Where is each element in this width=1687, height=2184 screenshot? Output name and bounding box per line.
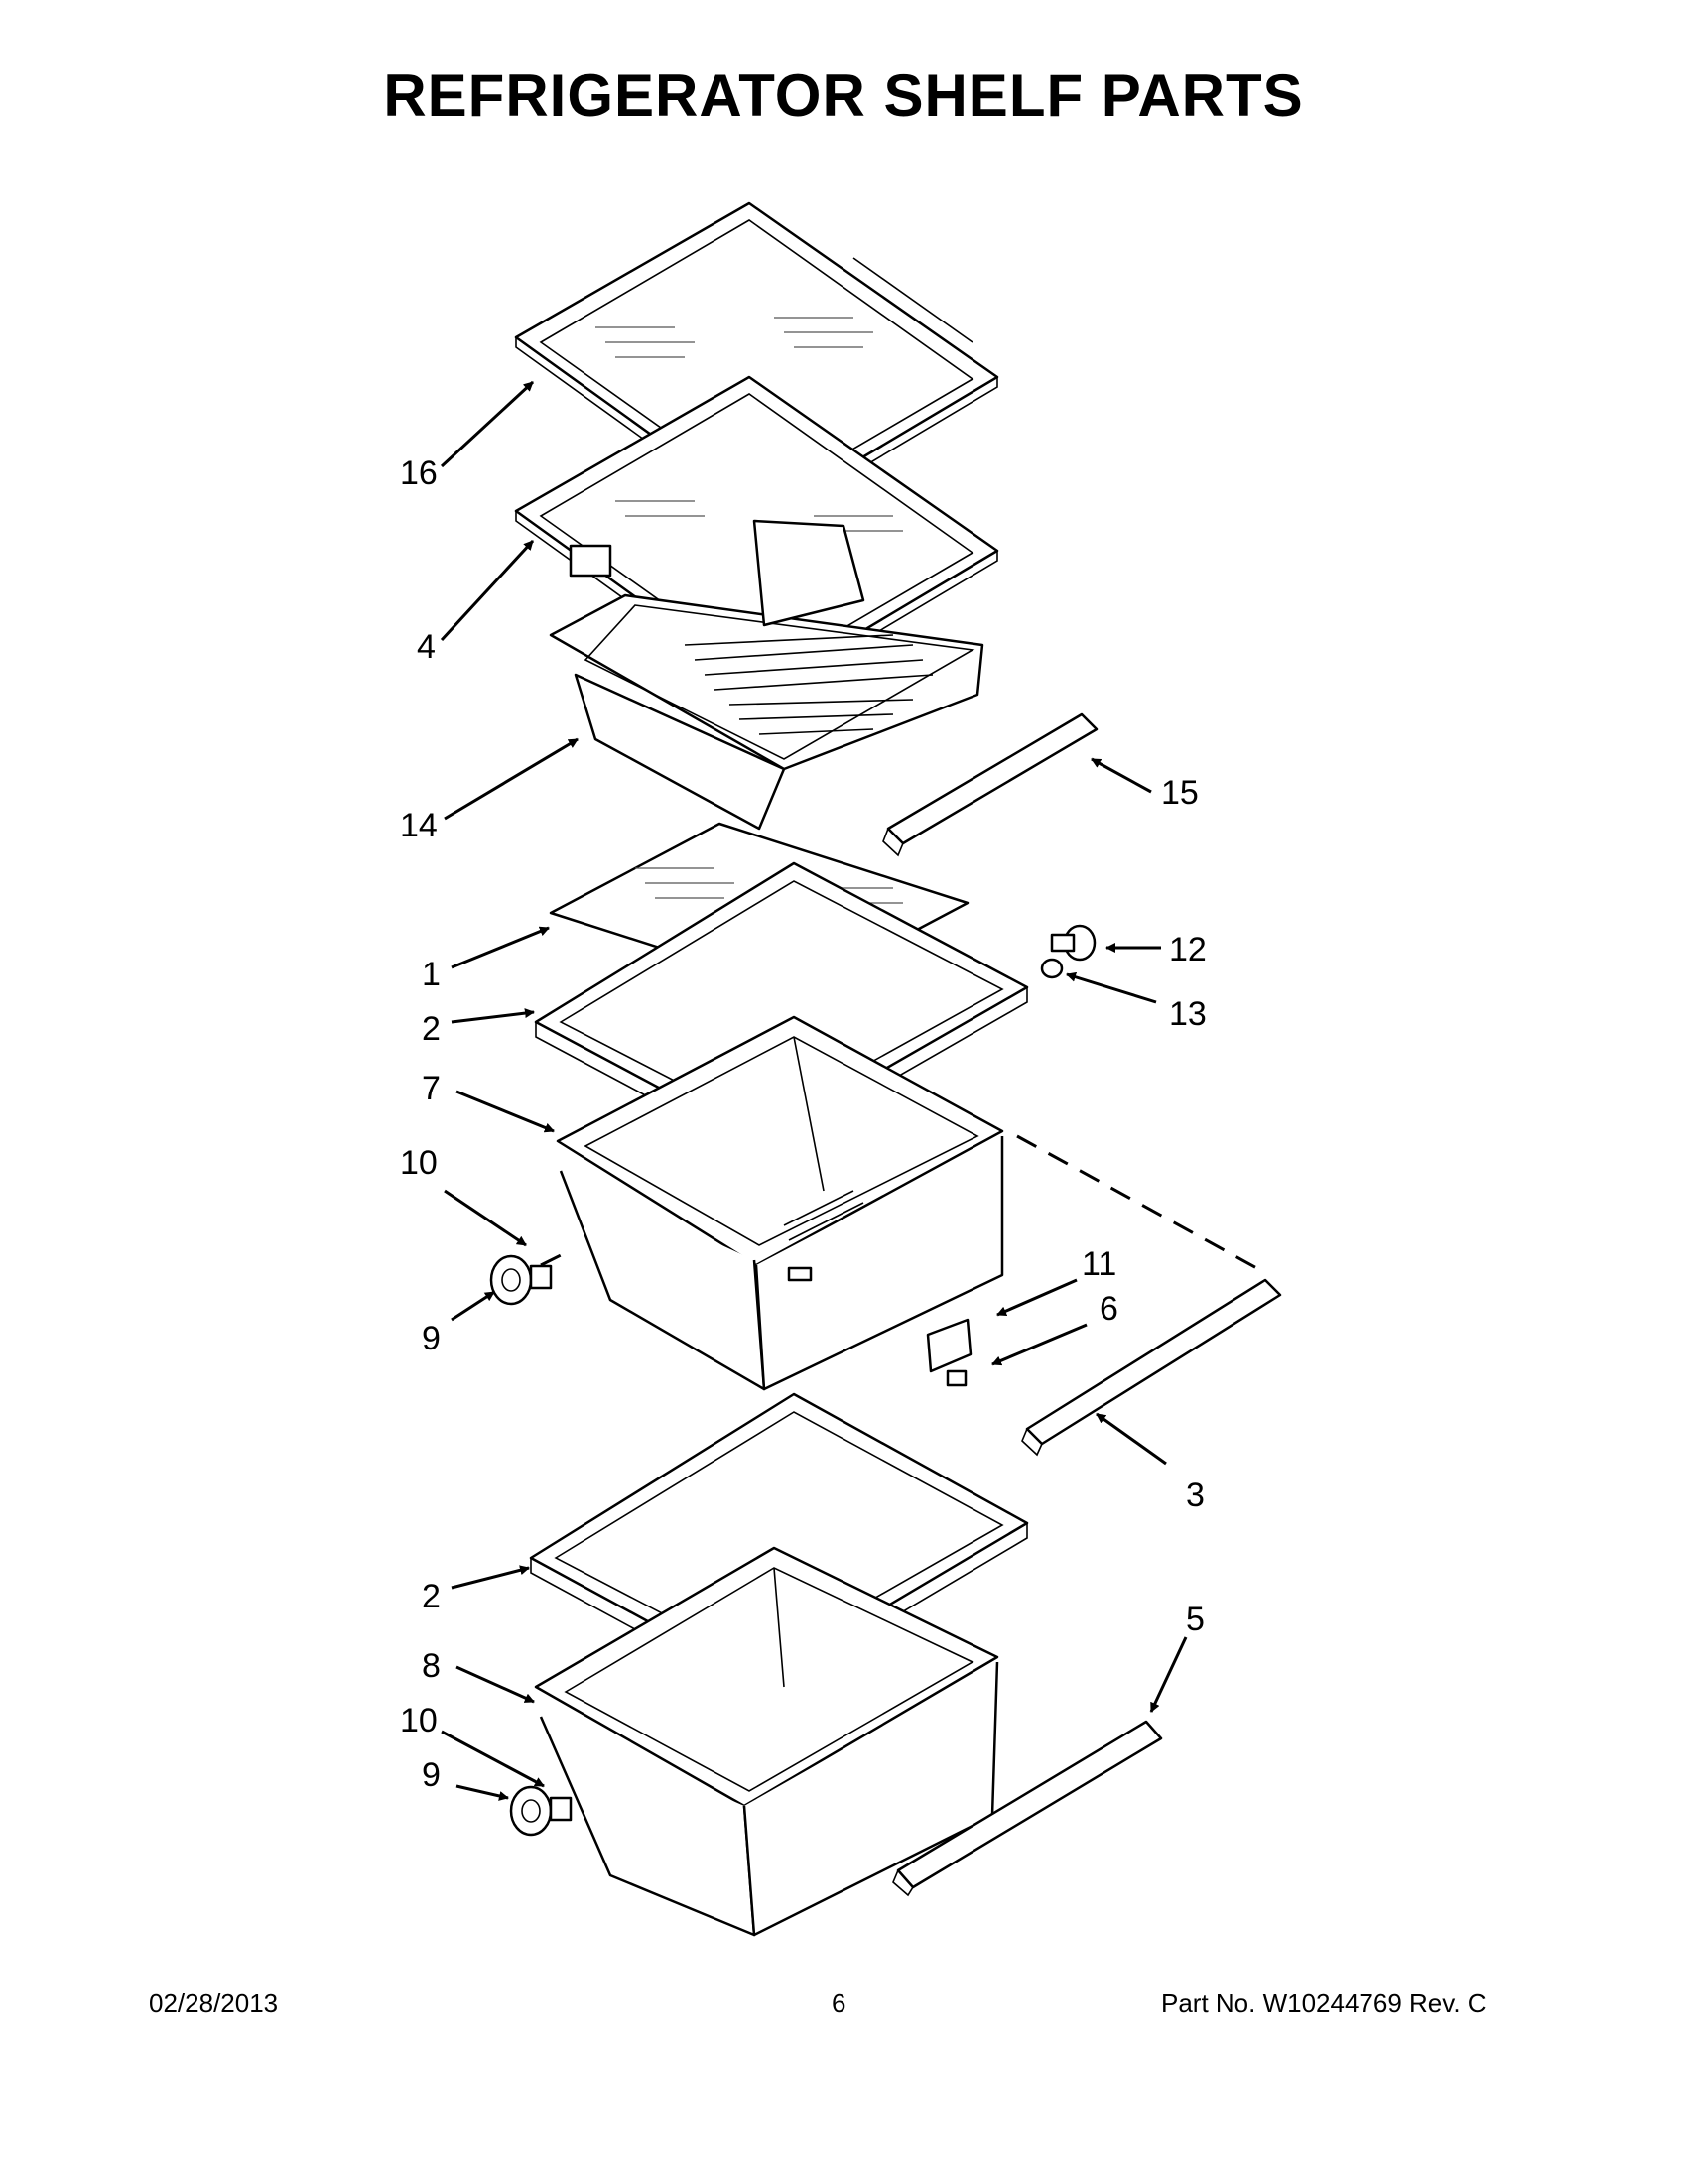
part-9-roller-upper[interactable] xyxy=(489,1254,533,1306)
alignment-dashed-line xyxy=(1016,1134,1261,1272)
callout-5: 5 xyxy=(1186,1601,1205,1638)
footer-date: 02/28/2013 xyxy=(149,1989,279,2018)
callout-16: 16 xyxy=(400,454,438,492)
leader-arrows xyxy=(440,380,1188,1801)
part-6-clip[interactable] xyxy=(946,1369,968,1387)
part-12-bolt[interactable] xyxy=(1050,924,1097,962)
callout-2-upper: 2 xyxy=(422,1010,441,1048)
part-10-pin-lower[interactable] xyxy=(549,1796,573,1822)
callout-1: 1 xyxy=(422,956,441,993)
part-10-pin-upper[interactable] xyxy=(529,1264,553,1290)
callout-8: 8 xyxy=(422,1647,441,1685)
part-8-drawer[interactable] xyxy=(534,1546,999,1937)
alignment-dashed-line-left xyxy=(540,1253,562,1267)
callout-15: 15 xyxy=(1161,774,1199,812)
part-14-pan[interactable] xyxy=(549,519,984,831)
callout-3: 3 xyxy=(1186,1477,1205,1514)
part-11-bracket[interactable] xyxy=(926,1318,973,1373)
callout-6: 6 xyxy=(1100,1290,1118,1328)
callout-11: 11 xyxy=(1082,1245,1116,1283)
callout-2-lower: 2 xyxy=(422,1578,441,1615)
part-16-shelf[interactable] xyxy=(514,201,999,527)
part-9-roller-lower[interactable] xyxy=(509,1785,553,1837)
callout-7: 7 xyxy=(422,1070,441,1107)
callout-9-lower: 9 xyxy=(422,1756,441,1794)
callout-9-upper: 9 xyxy=(422,1320,441,1357)
part-7-drawer[interactable] xyxy=(556,1015,1004,1391)
callout-4: 4 xyxy=(417,628,436,666)
callout-13: 13 xyxy=(1169,995,1207,1033)
callout-10-lower: 10 xyxy=(400,1702,438,1739)
part-5-bar[interactable] xyxy=(892,1720,1163,1897)
page-title: REFRIGERATOR SHELF PARTS xyxy=(383,63,1304,129)
callout-14: 14 xyxy=(400,807,438,844)
part-15-bar[interactable] xyxy=(882,712,1099,857)
callout-10-upper: 10 xyxy=(400,1144,438,1182)
part-13-washer[interactable] xyxy=(1040,958,1064,979)
footer-page-number: 6 xyxy=(832,1989,846,2018)
footer-part-info: Part No. W10244769 Rev. C xyxy=(1161,1989,1487,2018)
callout-12: 12 xyxy=(1169,931,1207,968)
part-3-bar[interactable] xyxy=(1021,1278,1282,1457)
